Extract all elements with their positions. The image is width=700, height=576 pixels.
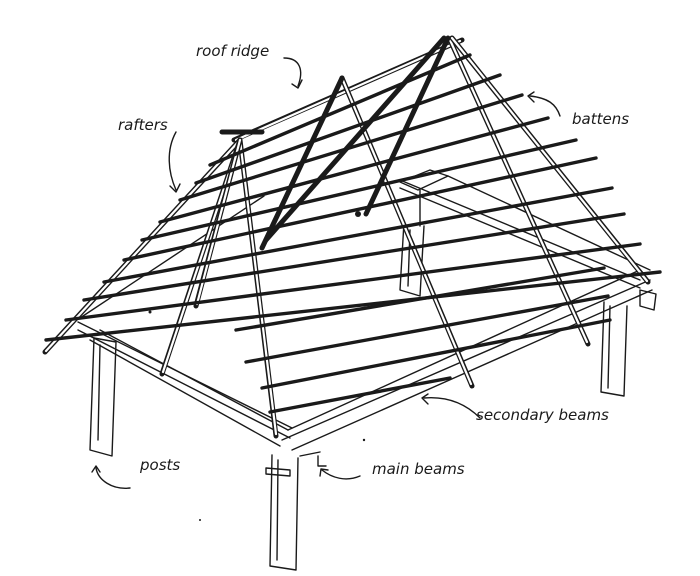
main-beams-group: [77, 179, 653, 477]
ink-speckles: [148, 211, 366, 521]
battens-label: battens: [572, 110, 630, 128]
main-beams-label: main beams: [372, 460, 465, 478]
secondary-beams-label: secondary beams: [476, 406, 609, 424]
secondary-beams-arrow-icon: [423, 397, 481, 419]
pointer-arrows-group: [91, 57, 561, 489]
battens-group: [44, 53, 662, 414]
rafters-arrow-icon: [168, 131, 177, 191]
post-right: [600, 289, 657, 397]
post-left: [89, 337, 117, 457]
main-beams-arrow-icon: [321, 469, 361, 480]
battens-arrow-icon: [529, 95, 561, 117]
posts-arrow-icon: [95, 467, 131, 489]
roof-ridge-arrow-icon: [283, 57, 302, 87]
post-front: [269, 454, 299, 571]
roof-ridge-label: roof ridge: [196, 42, 270, 60]
rafters-label: rafters: [118, 116, 168, 134]
posts-label: posts: [140, 456, 181, 474]
